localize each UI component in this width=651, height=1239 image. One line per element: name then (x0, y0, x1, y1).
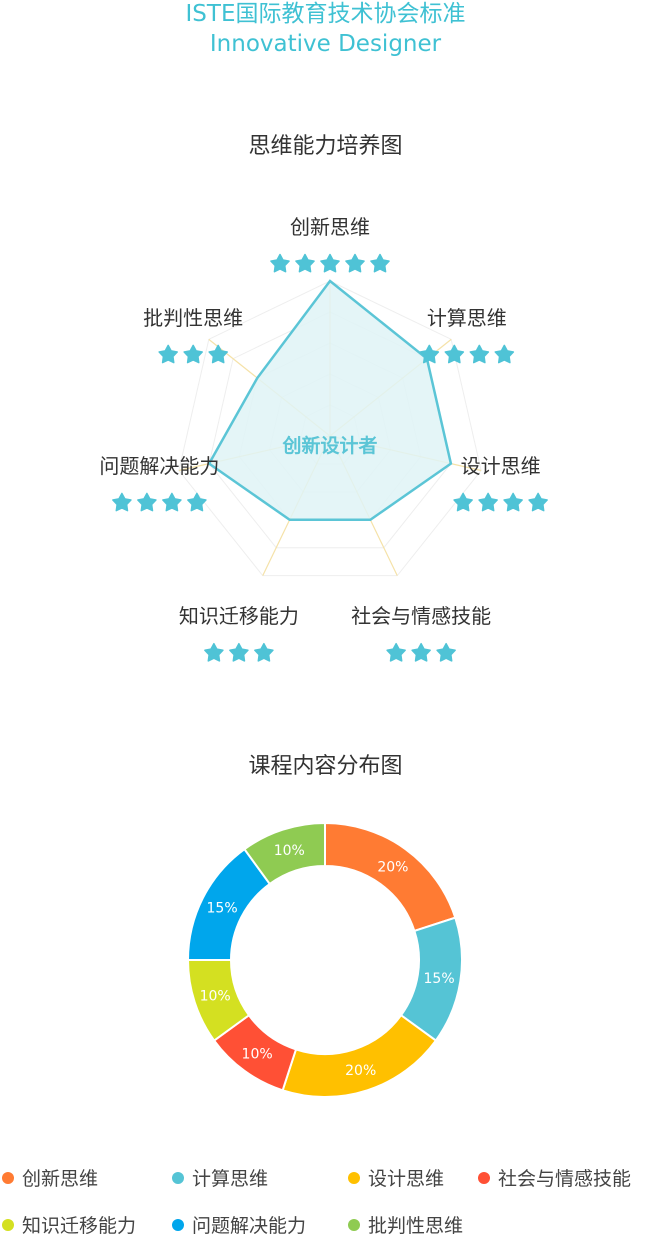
legend-color-dot (348, 1172, 360, 1184)
radar-axis-label: 批判性思维 (143, 306, 243, 330)
legend-item: 计算思维 (172, 1166, 268, 1192)
star-icon (137, 492, 157, 512)
star-icon (478, 492, 498, 512)
legend-color-dot (2, 1172, 14, 1184)
star-icon (503, 492, 523, 512)
legend-label: 社会与情感技能 (498, 1168, 632, 1190)
legend-label: 批判性思维 (368, 1215, 464, 1237)
legend-color-dot (172, 1219, 184, 1231)
star-icon (453, 492, 473, 512)
star-icon (158, 344, 178, 364)
star-icon (112, 492, 132, 512)
donut-chart-title: 课程内容分布图 (248, 754, 403, 779)
star-icon (345, 253, 365, 273)
star-icon (419, 344, 440, 364)
legend-label: 计算思维 (192, 1168, 269, 1190)
star-icon (370, 253, 390, 273)
legend-item: 设计思维 (348, 1166, 444, 1192)
legend-label: 问题解决能力 (192, 1215, 307, 1237)
star-icon (270, 253, 290, 273)
donut-slice-label: 15% (207, 901, 238, 917)
star-icon (320, 253, 340, 273)
legend-color-dot (348, 1219, 360, 1231)
star-icon (469, 344, 490, 364)
legend-item: 问题解决能力 (172, 1213, 306, 1239)
legend-item: 知识迁移能力 (2, 1213, 136, 1239)
donut-slice (324, 821, 457, 933)
header-title-cn: ISTE国际教育技术协会标准 (185, 1, 466, 27)
legend-item: 批判性思维 (348, 1213, 463, 1239)
radar-axis-label: 设计思维 (461, 454, 541, 478)
star-icon (411, 642, 431, 662)
donut-slice-label: 10% (242, 1046, 273, 1062)
legend-item: 社会与情感技能 (478, 1166, 631, 1192)
star-icon (254, 642, 274, 662)
star-icon (187, 492, 207, 512)
star-icon (204, 642, 224, 662)
donut-chart: 20% 15% 20% 10% 10% 15% 10% (186, 821, 463, 1098)
donut-slice-label: 10% (200, 989, 231, 1005)
donut-slice-label: 20% (377, 860, 408, 876)
legend-item: 创新思维 (2, 1166, 98, 1192)
donut-slice-label: 20% (345, 1063, 376, 1079)
star-icon (295, 253, 315, 273)
radar-axis-label: 计算思维 (427, 306, 507, 330)
star-icon (183, 344, 203, 364)
legend-label: 创新思维 (22, 1168, 99, 1190)
radar-axis-label: 社会与情感技能 (351, 604, 491, 628)
star-icon (162, 492, 182, 512)
donut-slice-label: 10% (274, 843, 305, 859)
radar-chart-title: 思维能力培养图 (248, 134, 403, 159)
header-title-en: Innovative Designer (209, 31, 442, 57)
radar-axis-label: 问题解决能力 (99, 454, 219, 478)
legend-color-dot (478, 1172, 490, 1184)
radar-axis-label: 创新思维 (290, 215, 370, 239)
donut-slice (243, 821, 326, 886)
star-icon (528, 492, 548, 512)
legend-label: 设计思维 (368, 1168, 445, 1190)
radar-center-label: 创新设计者 (281, 434, 377, 457)
radar-axis-label: 知识迁移能力 (179, 604, 299, 628)
legend-color-dot (172, 1172, 184, 1184)
star-icon (436, 642, 456, 662)
star-icon (386, 642, 406, 662)
legend-label: 知识迁移能力 (22, 1215, 137, 1237)
donut-slice (281, 1013, 438, 1098)
star-icon (494, 344, 515, 364)
star-icon (229, 642, 249, 662)
donut-slice-label: 15% (424, 971, 455, 987)
star-icon (208, 344, 228, 364)
legend-color-dot (2, 1219, 14, 1231)
star-icon (444, 344, 465, 364)
radar-data-polygon (207, 279, 453, 522)
